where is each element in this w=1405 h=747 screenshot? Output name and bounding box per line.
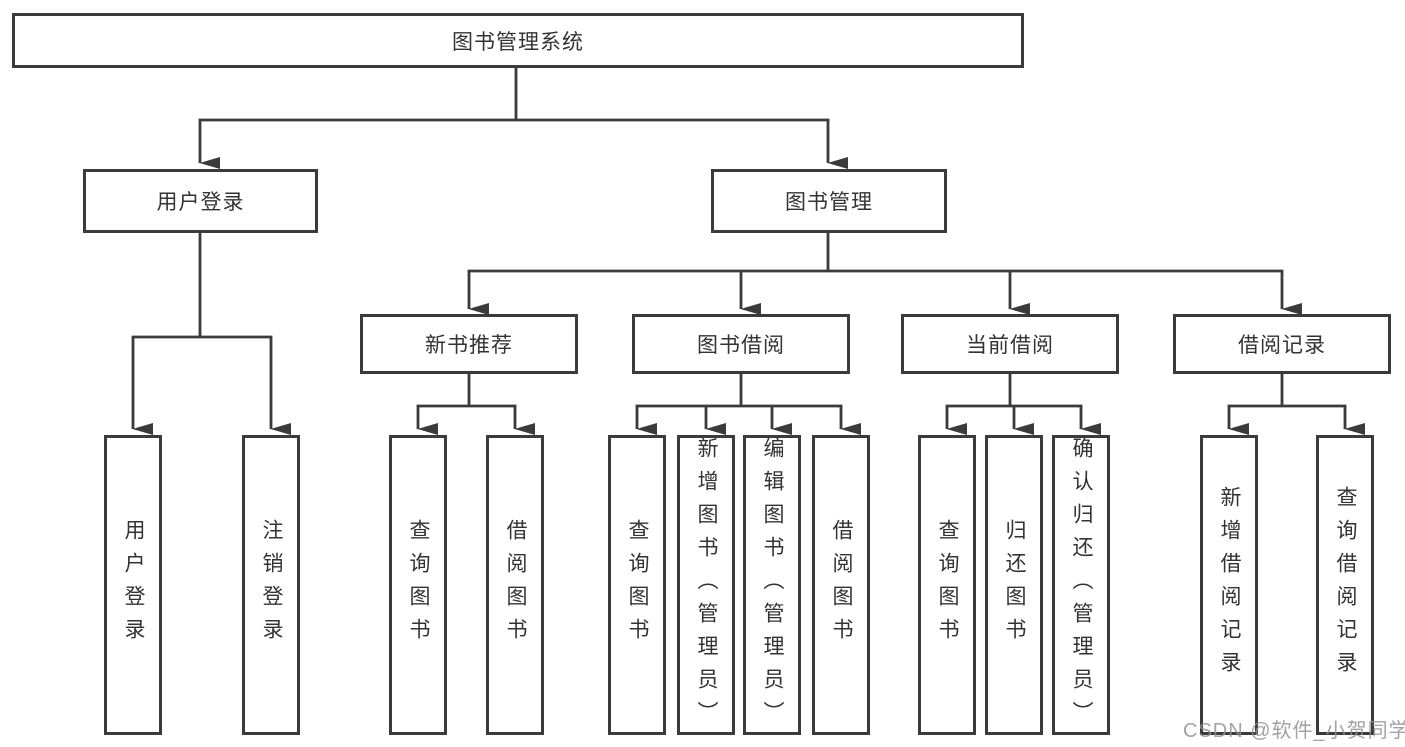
- leaf-label: 借阅图书: [504, 519, 527, 651]
- leaf-label: 查询图书: [626, 519, 649, 651]
- leaf-label: 新增图书（管理员）: [695, 436, 718, 734]
- leaf-edit-book-admin: 编辑图书（管理员）: [743, 435, 801, 735]
- connector-arrows: [131, 120, 1365, 435]
- leaf-logout: 注销登录: [242, 435, 300, 735]
- leaf-label: 查询图书: [936, 519, 959, 651]
- leaf-query-borrow-record: 查询借阅记录: [1316, 435, 1374, 735]
- leaf-label: 查询图书: [407, 519, 430, 651]
- leaf-recommend-query-books: 查询图书: [389, 435, 447, 735]
- csdn-watermark: CSDN @软件_小贺同学: [1183, 720, 1405, 742]
- leaf-label: 注销登录: [260, 519, 283, 651]
- node-root-system: 图书管理系统: [12, 13, 1024, 68]
- leaf-label: 查询借阅记录: [1334, 486, 1357, 684]
- leaf-user-login: 用户登录: [104, 435, 162, 735]
- leaf-borrow-books: 借阅图书: [812, 435, 870, 735]
- leaf-confirm-return-admin: 确认归还（管理员）: [1052, 435, 1110, 735]
- connector-trunks: [131, 66, 1347, 408]
- leaf-label: 用户登录: [122, 519, 145, 651]
- leaf-label: 编辑图书（管理员）: [761, 436, 784, 734]
- node-borrowing-records: 借阅记录: [1173, 314, 1391, 374]
- node-book-management: 图书管理: [711, 169, 947, 233]
- leaf-add-borrow-record: 新增借阅记录: [1200, 435, 1258, 735]
- leaf-label: 借阅图书: [830, 519, 853, 651]
- node-book-borrowing: 图书借阅: [632, 314, 850, 374]
- leaf-label: 新增借阅记录: [1218, 486, 1241, 684]
- leaf-current-query-books: 查询图书: [918, 435, 976, 735]
- node-new-book-recommend: 新书推荐: [360, 314, 578, 374]
- leaf-return-books: 归还图书: [985, 435, 1043, 735]
- leaf-label: 归还图书: [1003, 519, 1026, 651]
- node-user-login: 用户登录: [83, 169, 318, 233]
- leaf-label: 确认归还（管理员）: [1070, 436, 1093, 734]
- leaf-borrowing-query-books: 查询图书: [608, 435, 666, 735]
- leaf-recommend-borrow-books: 借阅图书: [486, 435, 544, 735]
- node-current-borrowing: 当前借阅: [901, 314, 1119, 374]
- leaf-add-book-admin: 新增图书（管理员）: [677, 435, 735, 735]
